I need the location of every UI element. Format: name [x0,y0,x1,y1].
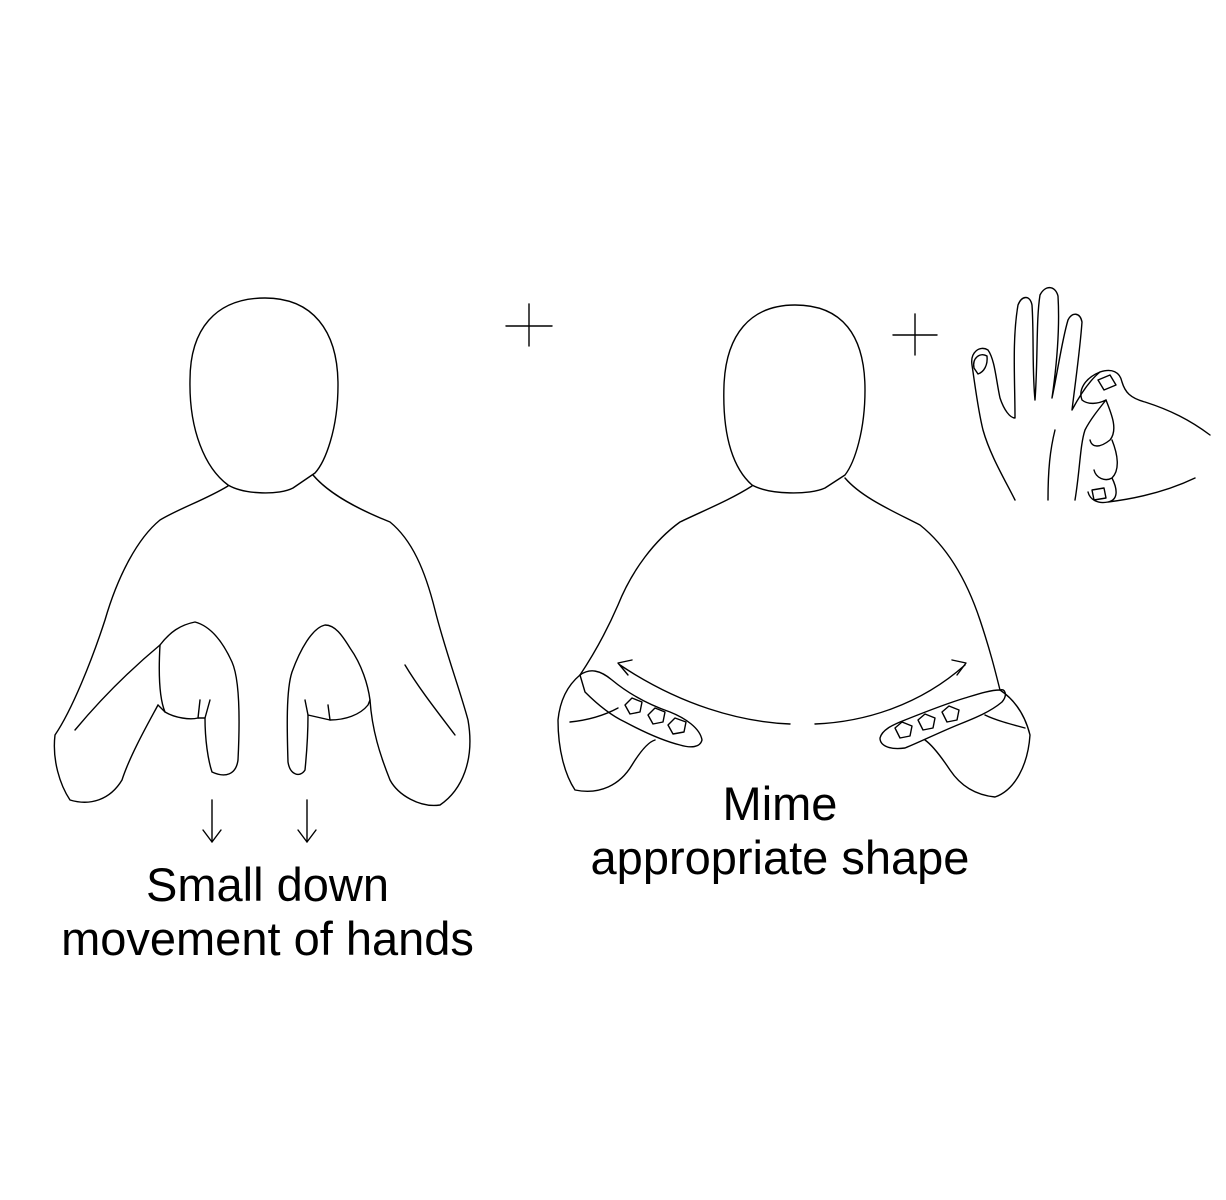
left-head [189,297,339,494]
touching-hand-nail [1091,374,1117,501]
open-hand-thumbnail [972,354,988,375]
open-hand [971,286,1101,501]
middle-arm-right-inner [984,714,1026,729]
caption-right-line2: appropriate shape [590,831,970,884]
touching-hand-fingers [1087,399,1196,504]
left-torso-right [312,474,471,807]
fingerspelling-hand-icon [971,286,1211,504]
open-hand-palm-bottom [1047,429,1056,501]
caption-left: Small down movement of hands [20,858,515,966]
left-hand-right-detail [304,699,331,721]
plus-icon [505,303,553,347]
middle-torso-left [579,485,753,676]
down-arrow-icon [202,799,317,843]
left-signer-figure [53,297,471,807]
middle-hand-right-detail [894,705,960,739]
left-hand-left-detail [157,699,211,719]
left-hand-right [286,624,371,776]
caption-left-line1: Small down [146,858,389,911]
middle-hand-right [879,688,1007,750]
middle-torso-right [844,477,1001,691]
middle-arm-left [557,674,656,792]
middle-arm-right [924,689,1031,798]
caption-left-line2: movement of hands [61,912,474,965]
left-hand-left [158,621,240,776]
touching-hand [1074,369,1211,501]
middle-hand-left-detail [624,697,687,735]
middle-arm-left-inner [569,707,619,723]
left-torso [53,485,229,803]
caption-right: Mime appropriate shape [545,777,1015,885]
left-inner-arm-r [404,664,456,736]
middle-head [723,304,866,494]
curved-arrow-icon [617,659,967,725]
left-inner-arm-l [74,644,161,731]
caption-right-line1: Mime [722,777,838,830]
middle-hand-left [579,670,703,748]
plus-icon [892,313,938,356]
middle-signer-figure [557,304,1031,798]
